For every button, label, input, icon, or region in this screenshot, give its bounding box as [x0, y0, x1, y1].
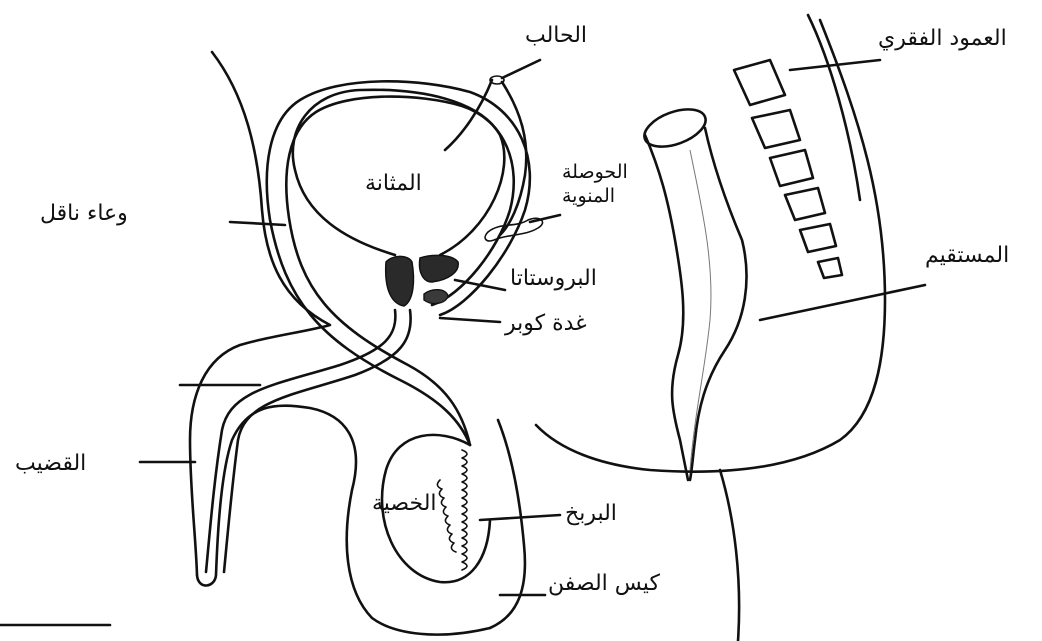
label-ureter: الحالب	[525, 23, 587, 48]
rectum-left	[645, 135, 688, 480]
rectum-shading	[690, 150, 711, 470]
vertebra-1	[734, 60, 785, 105]
pointer-ureter	[502, 60, 540, 78]
label-testis: الخصية	[372, 491, 437, 516]
vertebra-5	[800, 224, 836, 252]
prostate-left	[386, 256, 414, 306]
urethra-line-outer	[206, 310, 395, 572]
scrotum-outline	[490, 420, 525, 628]
epididymis-coils	[462, 450, 467, 570]
vertebra-4	[785, 188, 825, 220]
pointer-cowper	[440, 318, 500, 322]
label-rectum: المستقيم	[925, 243, 1009, 268]
label-scrotum: كيس الصفن	[548, 571, 660, 596]
label-vas-deferens: وعاء ناقل	[40, 201, 128, 226]
label-cowper-gland: غدة كوبر	[504, 311, 587, 336]
pointer-vas	[230, 222, 285, 225]
label-bladder: المثانة	[365, 171, 422, 196]
label-prostate: البروستاتا	[510, 266, 597, 291]
cowper-gland	[424, 290, 448, 304]
vertebra-3	[770, 150, 813, 186]
epididymis-coils-b	[437, 480, 456, 552]
vertebra-6	[818, 258, 842, 278]
label-seminal-vesicle-2: المنوية	[562, 185, 615, 207]
vertebra-2	[752, 110, 800, 148]
label-penis: القضيب	[15, 451, 86, 476]
rectum-right	[690, 128, 747, 480]
buttock-outline	[720, 470, 739, 641]
pointer-rectum	[760, 285, 925, 320]
label-seminal-vesicle-1: الحوصلة	[562, 161, 628, 183]
label-vertebral-column: العمود الفقري	[878, 26, 1007, 51]
label-epididymis: البربخ	[565, 501, 617, 526]
prostate-right	[420, 255, 459, 282]
